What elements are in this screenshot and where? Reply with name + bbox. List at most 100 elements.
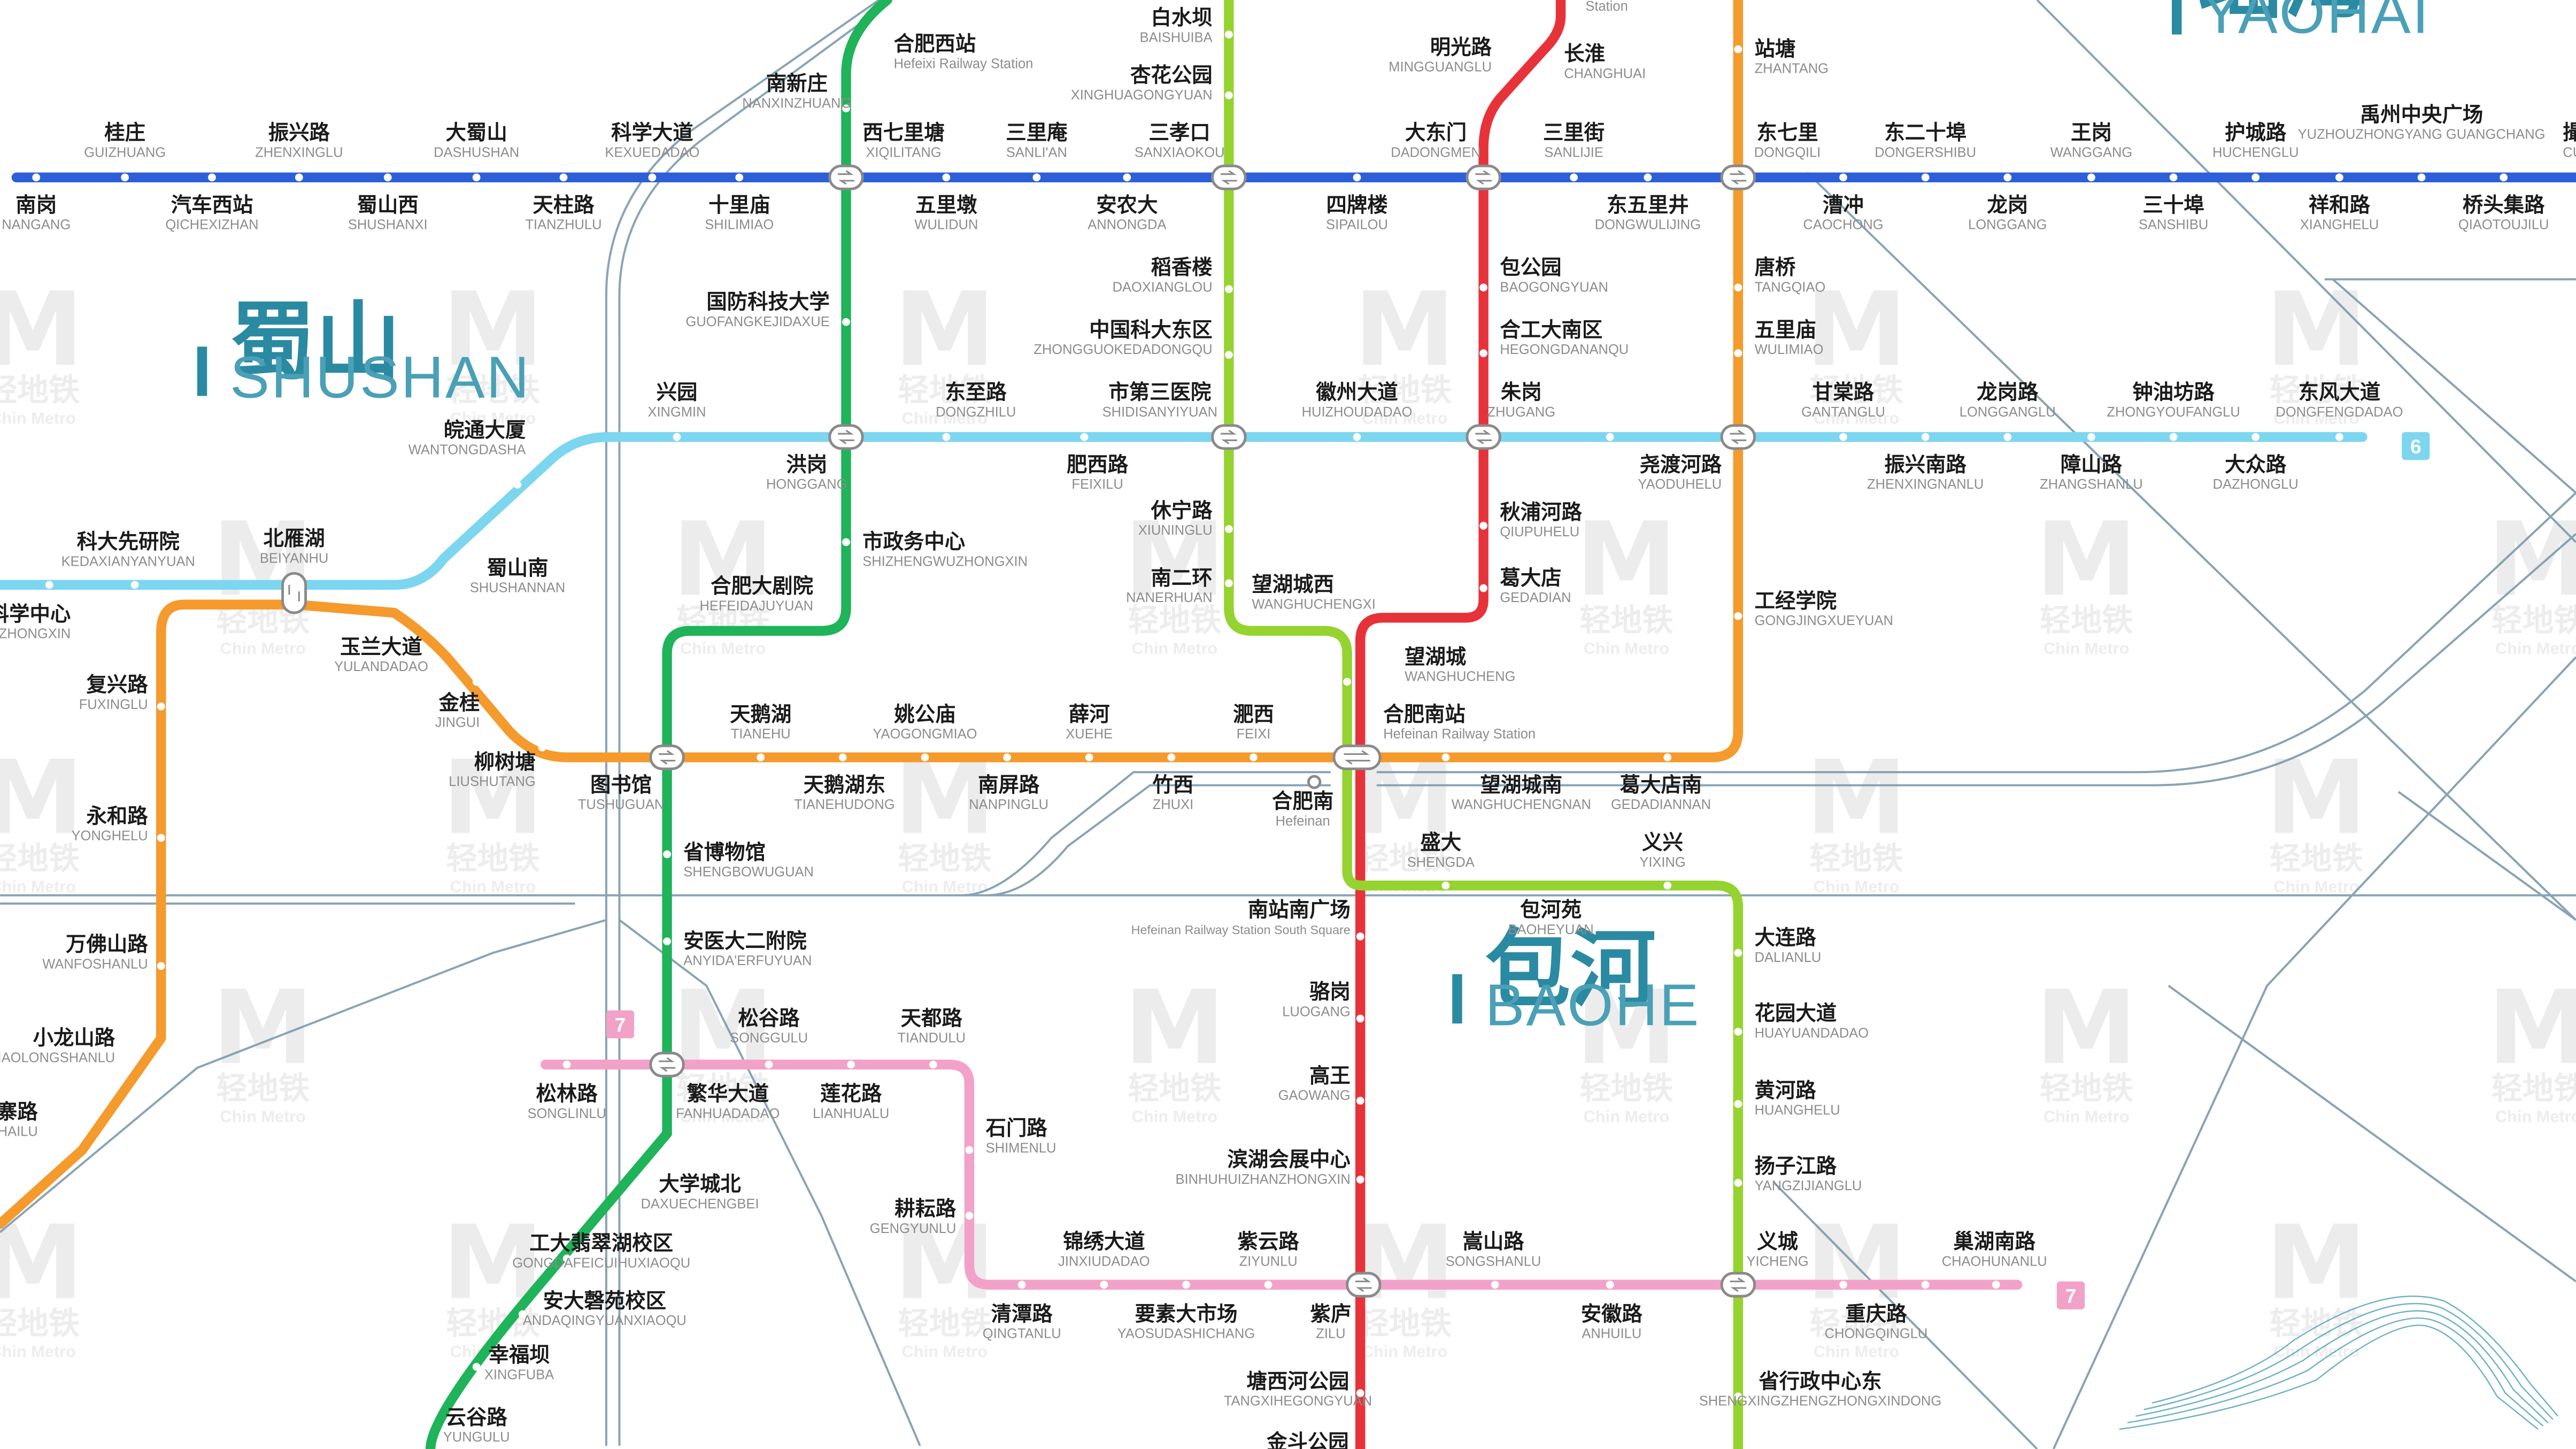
interchange-icon bbox=[1346, 1271, 1382, 1298]
station-pinyin: TANGQIAO bbox=[1755, 280, 1826, 295]
station-name: 嵩山路 bbox=[1462, 1230, 1524, 1254]
station-name: 稻香楼 bbox=[1151, 256, 1212, 280]
station-name: 竹西 bbox=[1153, 773, 1194, 797]
station-name: 南屏路 bbox=[978, 773, 1040, 797]
station-pinyin: NANGANG bbox=[2, 218, 71, 233]
line-6 bbox=[0, 432, 2367, 590]
svg-text:Chin Metro: Chin Metro bbox=[2495, 1107, 2576, 1126]
svg-text:M: M bbox=[672, 500, 774, 619]
station-pinyin: BAISHUIBA bbox=[1140, 30, 1213, 45]
station-name: 安徽路 bbox=[1581, 1302, 1643, 1326]
station-pinyin: LONGGANGLU bbox=[1960, 405, 2056, 420]
station-name: 永和路 bbox=[86, 804, 148, 828]
svg-text:Chin Metro: Chin Metro bbox=[1132, 1107, 1217, 1126]
station-pinyin: KEXUEZHONGXIN bbox=[0, 627, 71, 642]
station-name: 桂庄 bbox=[104, 121, 145, 145]
station-pinyin: YUZHOUZHONGYANG GUANGCHANG bbox=[2298, 127, 2546, 142]
station-pinyin: DAOXIANGLOU bbox=[1113, 280, 1213, 295]
station-pinyin: JINGUI bbox=[435, 715, 480, 730]
interchange-icon bbox=[649, 1052, 685, 1077]
line-badges: 6 7 7 bbox=[606, 432, 2430, 1309]
station-pinyin: HEGONGDANANQU bbox=[1500, 342, 1629, 357]
station-pinyin: ANDAQINGYUANXIAOQU bbox=[523, 1313, 687, 1328]
station-pinyin: WANTONGDASHA bbox=[408, 443, 526, 458]
station-pinyin: XIUNINGLU bbox=[1138, 523, 1213, 538]
svg-text:M: M bbox=[442, 738, 544, 857]
svg-text:轻地铁: 轻地铁 bbox=[2492, 1070, 2576, 1107]
station-pinyin: GUOFANGKEJIDAXUE bbox=[686, 314, 830, 329]
district-baohe-pinyin: BAOHE bbox=[1485, 972, 1701, 1038]
station-name: 大东门 bbox=[1405, 121, 1467, 145]
svg-text:M: M bbox=[1354, 1203, 1455, 1322]
station-name: 大众路 bbox=[2225, 453, 2287, 477]
station-pinyin: XINGHUAGONGYUAN bbox=[1071, 88, 1213, 103]
station-pinyin: FUXINGLU bbox=[79, 697, 148, 712]
station-name: 国防科技大学 bbox=[706, 290, 829, 314]
svg-text:Chin Metro: Chin Metro bbox=[1362, 409, 1447, 428]
station-pinyin: Station bbox=[1585, 0, 1628, 14]
station-name: 莲花路 bbox=[820, 1082, 882, 1106]
station-name: 安医大二附院 bbox=[683, 929, 806, 953]
svg-text:轻地铁: 轻地铁 bbox=[2270, 840, 2363, 876]
station-name: 合肥南 bbox=[1272, 790, 1333, 814]
station-pinyin: GONGJINGXUEYUAN bbox=[1755, 613, 1893, 628]
station-name: 工大翡翠湖校区 bbox=[529, 1231, 673, 1255]
interchange-icon bbox=[828, 424, 864, 450]
station-pinyin: ZHONGYOUFANGLU bbox=[2107, 405, 2240, 420]
station-pinyin: TIANEHUDONG bbox=[794, 797, 894, 812]
station-name: 市政务中心 bbox=[862, 530, 965, 554]
station-pinyin: GEDADIAN bbox=[1500, 590, 1571, 605]
station-name: 十里庙 bbox=[708, 193, 770, 217]
station-pinyin: WANGHUCHENGXI bbox=[1252, 597, 1375, 612]
station-name: 休宁路 bbox=[1150, 499, 1213, 523]
station-pinyin: NANXINZHUANG bbox=[742, 96, 851, 111]
line-1 bbox=[1355, 0, 1566, 1449]
station-name: 松谷路 bbox=[738, 1006, 800, 1030]
station-name: 紫云路 bbox=[1238, 1230, 1300, 1254]
station-name: 紫庐 bbox=[1310, 1302, 1351, 1326]
station-name: 包河苑 bbox=[1520, 898, 1582, 922]
station-name: 安农大 bbox=[1096, 193, 1158, 217]
station-pinyin: GONGDAFEICUIHUXIAOQU bbox=[512, 1255, 690, 1270]
station-pinyin: KEDAXIANYANYUAN bbox=[61, 554, 195, 569]
svg-text:轻地铁: 轻地铁 bbox=[0, 372, 80, 409]
station-name: 三孝口 bbox=[1149, 121, 1210, 145]
station-name: 长淮 bbox=[1564, 42, 1605, 66]
station-pinyin: SANXIAOKOU bbox=[1135, 145, 1225, 160]
station-name: 义兴 bbox=[1642, 831, 1683, 855]
station-name: 护城路 bbox=[2225, 121, 2287, 145]
svg-text:轻地铁: 轻地铁 bbox=[898, 840, 991, 876]
station-pinyin: WANGHUCHENG bbox=[1405, 669, 1515, 684]
svg-text:轻地铁: 轻地铁 bbox=[446, 372, 539, 409]
station-name: 钟油坊路 bbox=[2132, 381, 2215, 405]
line-3 bbox=[425, 0, 892, 1449]
svg-text:Chin Metro: Chin Metro bbox=[902, 409, 988, 428]
station-pinyin: WULIDUN bbox=[914, 218, 978, 233]
svg-text:轻地铁: 轻地铁 bbox=[1358, 372, 1452, 409]
station-name: 省行政中心东 bbox=[1759, 1369, 1881, 1393]
station-name: 巢湖南路 bbox=[1953, 1230, 2035, 1254]
station-name: 玉兰大道 bbox=[340, 635, 422, 659]
station-name: 白水坝 bbox=[1151, 6, 1212, 30]
station-dots bbox=[29, 30, 2508, 1401]
station-pinyin: SHUSHANNAN bbox=[470, 581, 566, 596]
interchange-icon bbox=[1211, 424, 1247, 450]
station-pinyin: HUCHENGLU bbox=[2212, 145, 2299, 160]
station-name: 合工大南区 bbox=[1500, 318, 1602, 342]
station-pinyin: ZHUXI bbox=[1153, 797, 1193, 812]
station-name: 三里街 bbox=[1543, 121, 1605, 145]
station-name: 石门路 bbox=[986, 1116, 1048, 1140]
station-pinyin: CAOCHONG bbox=[1803, 218, 1883, 233]
station-name: 图书馆 bbox=[590, 773, 652, 797]
station-pinyin: SANLI'AN bbox=[1006, 145, 1067, 160]
district-baohe: 包河 bbox=[1485, 920, 1656, 1019]
svg-text:Chin Metro: Chin Metro bbox=[2043, 639, 2129, 658]
station-name: 东七里 bbox=[1756, 121, 1818, 145]
station-pinyin: YAODUHELU bbox=[1638, 477, 1722, 492]
station-pinyin: QIUPUHELU bbox=[1500, 525, 1579, 539]
station-name: 科大先研院 bbox=[77, 530, 180, 554]
station-pinyin: BAOGONGYUAN bbox=[1500, 280, 1608, 295]
